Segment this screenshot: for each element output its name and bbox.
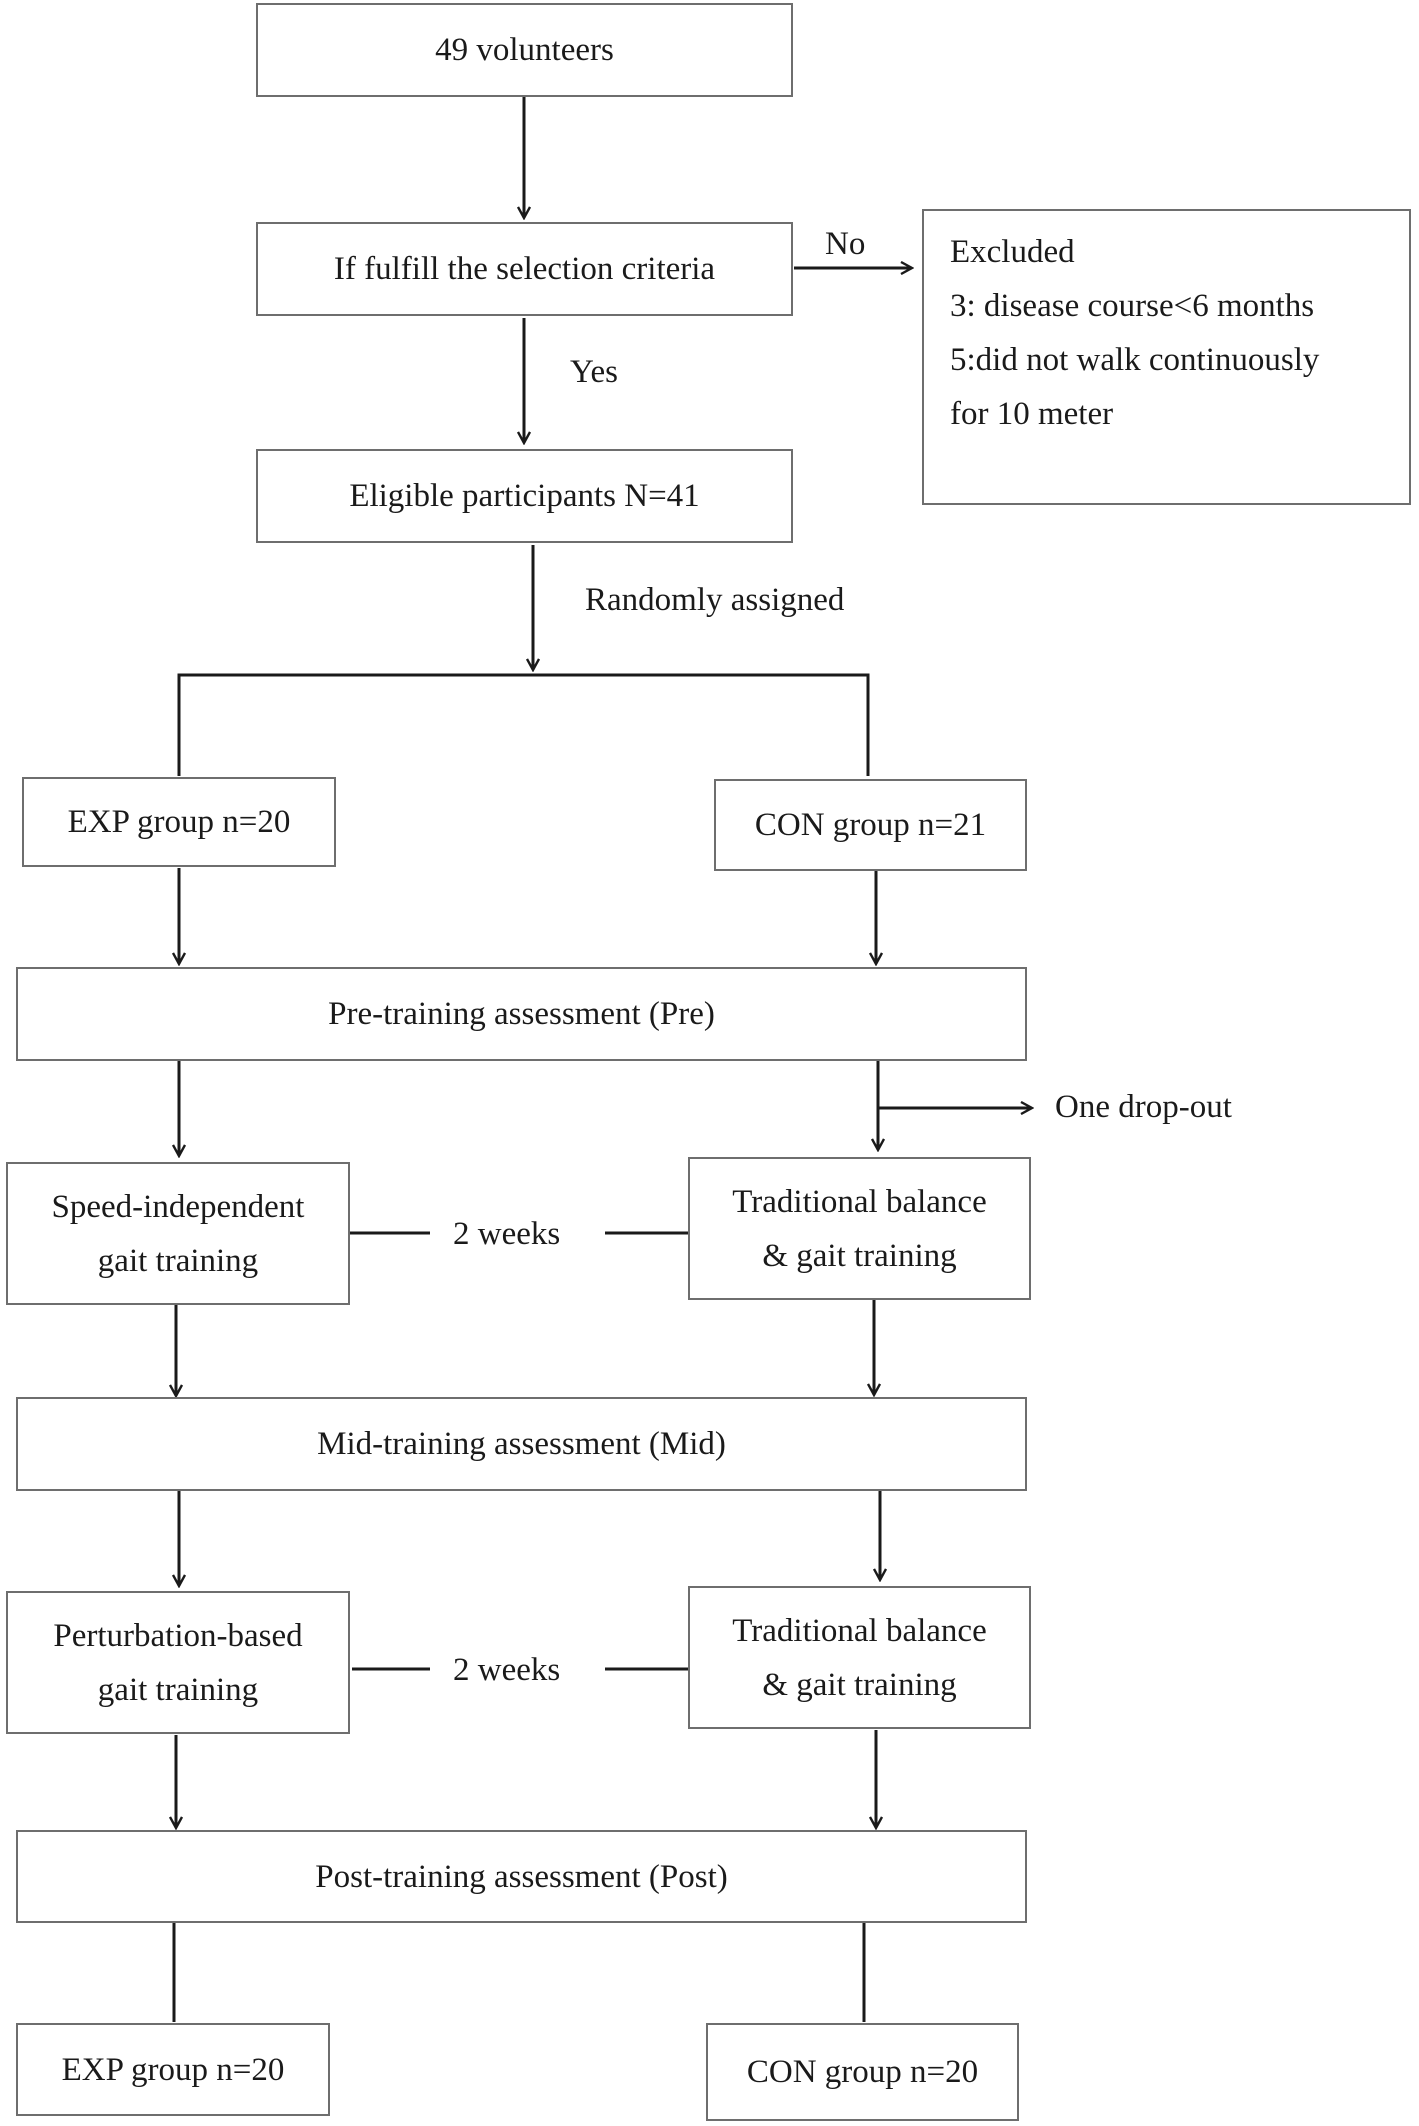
trad1-line-1: Traditional balance — [732, 1183, 987, 1220]
exp-group-text: EXP group n=20 — [67, 804, 291, 840]
box-exp-final: EXP group n=20 — [16, 2023, 330, 2116]
excluded-line-1: Excluded — [950, 234, 1075, 270]
excluded-line-3: 5:did not walk continuously — [950, 342, 1320, 378]
box-volunteers: 49 volunteers — [256, 3, 793, 97]
criteria-text: If fulfill the selection criteria — [333, 251, 716, 287]
trad2-line-1: Traditional balance — [732, 1612, 987, 1649]
excluded-line-2: 3: disease course<6 months — [950, 288, 1315, 324]
box-eligible: Eligible participants N=41 — [256, 449, 793, 543]
box-pre-assessment: Pre-training assessment (Pre) — [16, 967, 1027, 1061]
box-con-group: CON group n=21 — [714, 779, 1027, 871]
pre-text: Pre-training assessment (Pre) — [328, 996, 715, 1032]
volunteers-text: 49 volunteers — [435, 32, 614, 68]
con-final-text: CON group n=20 — [746, 2054, 979, 2090]
excluded-line-4: for 10 meter — [950, 396, 1114, 432]
label-weeks-1: 2 weeks — [453, 1216, 561, 1252]
box-mid-assessment: Mid-training assessment (Mid) — [16, 1397, 1027, 1491]
perturb-line-2: gait training — [97, 1671, 259, 1708]
box-exp-group: EXP group n=20 — [22, 777, 336, 867]
con-group-text: CON group n=21 — [754, 807, 987, 843]
box-selection-criteria: If fulfill the selection criteria — [256, 222, 793, 316]
box-speed-independent: Speed-independent gait training — [6, 1162, 350, 1305]
trad2-line-2: & gait training — [762, 1666, 957, 1703]
box-perturbation: Perturbation-based gait training — [6, 1591, 350, 1734]
label-yes: Yes — [570, 354, 619, 390]
speed-line-2: gait training — [97, 1242, 259, 1279]
perturb-line-1: Perturbation-based — [53, 1617, 303, 1654]
eligible-text: Eligible participants N=41 — [349, 478, 700, 514]
box-traditional-2: Traditional balance & gait training — [688, 1586, 1031, 1729]
speed-line-1: Speed-independent — [51, 1188, 305, 1225]
exp-final-text: EXP group n=20 — [61, 2051, 285, 2088]
label-dropout: One drop-out — [1055, 1089, 1232, 1125]
box-excluded: Excluded 3: disease course<6 months 5:di… — [922, 209, 1411, 505]
branch-split-line — [177, 673, 870, 776]
box-traditional-1: Traditional balance & gait training — [688, 1157, 1031, 1300]
label-randomly-assigned: Randomly assigned — [585, 582, 845, 618]
mid-text: Mid-training assessment (Mid) — [317, 1426, 726, 1462]
box-con-final: CON group n=20 — [706, 2023, 1019, 2121]
post-text: Post-training assessment (Post) — [315, 1858, 728, 1895]
box-post-assessment: Post-training assessment (Post) — [16, 1830, 1027, 1923]
trad1-line-2: & gait training — [762, 1237, 957, 1274]
label-no: No — [825, 226, 866, 262]
label-weeks-2: 2 weeks — [453, 1652, 561, 1688]
